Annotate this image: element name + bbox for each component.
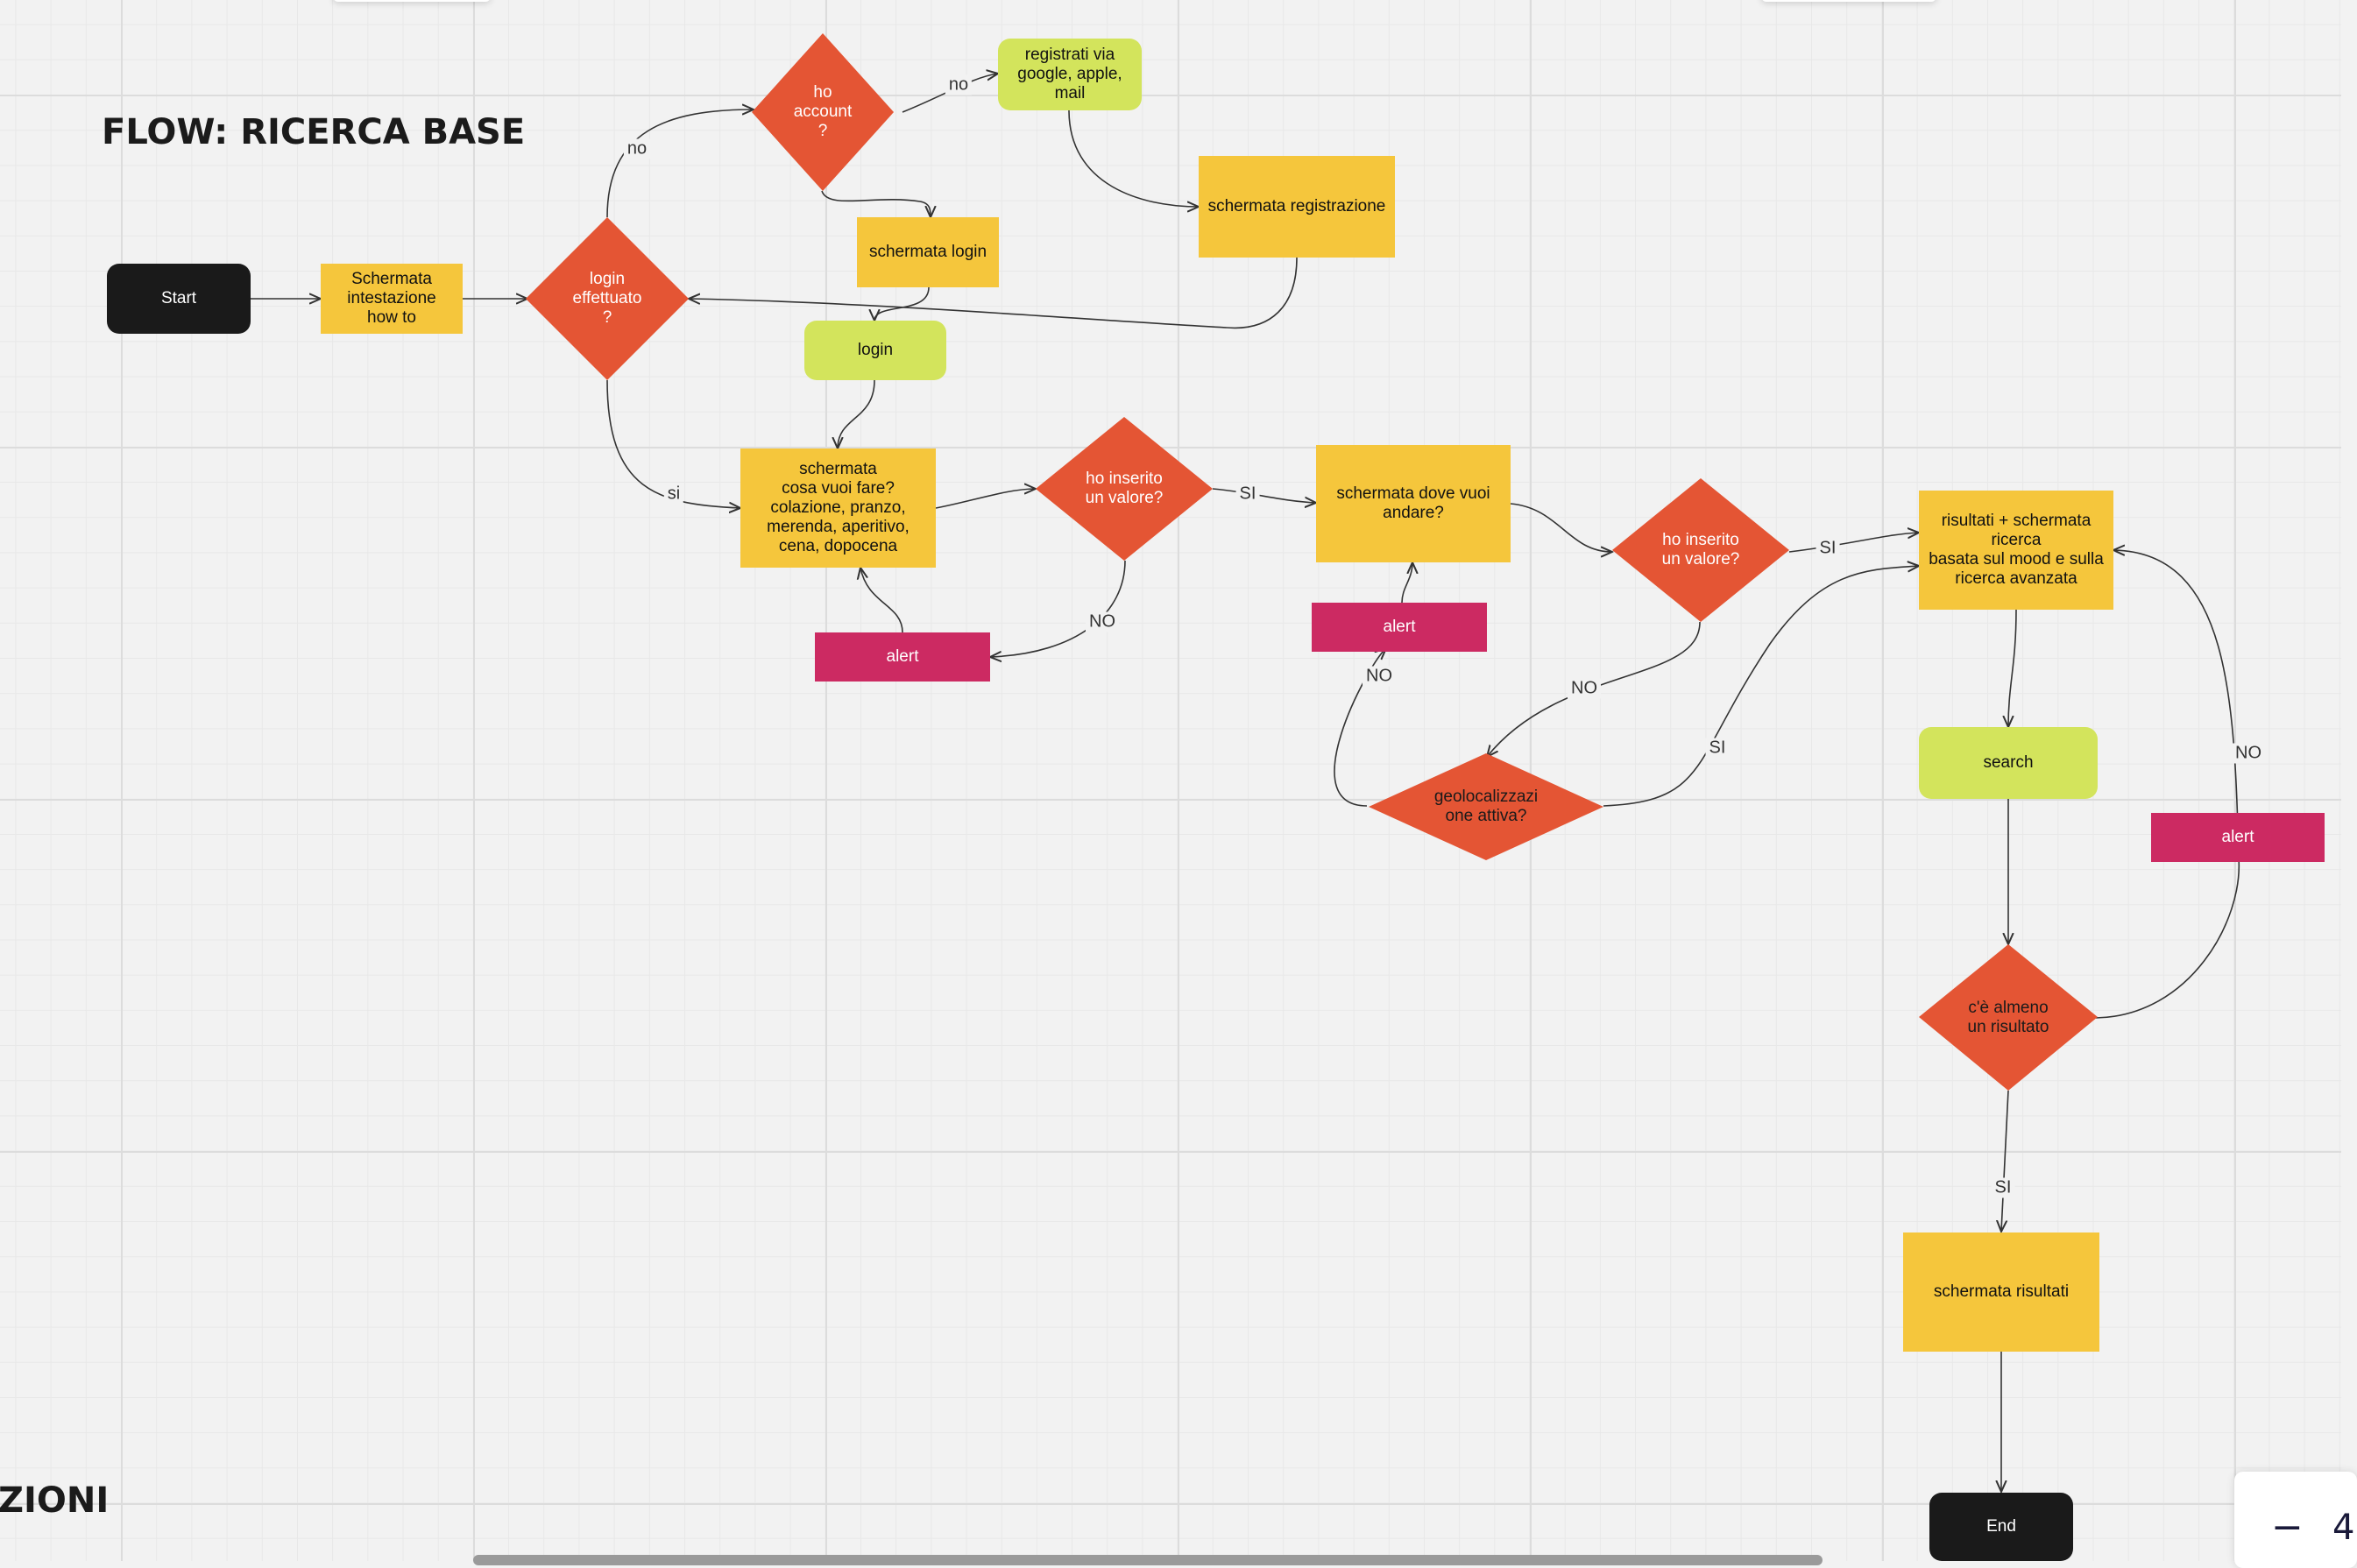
edge-label-si-2: SI (1816, 538, 1840, 559)
edge-label-no-2: NO (1568, 678, 1601, 699)
horizontal-scrollbar[interactable] (473, 1555, 1823, 1565)
edge-login-account (606, 109, 754, 218)
node-schermata-risultati[interactable]: schermata risultati (1903, 1233, 2099, 1352)
edge-label-no-registrati: no (945, 74, 973, 95)
edge-geo-risultati (1603, 566, 1919, 807)
decision-almeno-un-risultato-label: c'è almeno un risultato (1967, 998, 2049, 1036)
edge-schermatalogin-login (874, 286, 930, 321)
edge-inserito1-dove (1212, 488, 1316, 503)
decision-almeno-un-risultato[interactable]: c'è almeno un risultato (1919, 944, 2098, 1091)
decision-ho-account[interactable]: ho account ? (752, 33, 894, 191)
edge-label-si-geo: SI (1705, 738, 1730, 759)
end-node[interactable]: End (1929, 1493, 2073, 1561)
decision-ho-inserito-1[interactable]: ho inserito un valore? (1036, 417, 1213, 561)
edge-login-cosavuoifare (838, 379, 875, 449)
edge-label-no-1: NO (1086, 611, 1119, 632)
edge-inserito1-alert1 (990, 560, 1126, 657)
edge-login-si (606, 379, 740, 508)
decision-login-effettuato-label: login effettuato ? (572, 270, 642, 327)
decision-ho-inserito-1-label: ho inserito un valore? (1085, 470, 1164, 507)
node-dove-vuoi-andare[interactable]: schermata dove vuoi andare? (1316, 445, 1511, 562)
node-registrati-via[interactable]: registrati via google, apple, mail (998, 39, 1142, 110)
node-search[interactable]: search (1919, 727, 2098, 799)
alert-2[interactable]: alert (1312, 603, 1487, 652)
node-login[interactable]: login (804, 321, 946, 380)
edge-alert2-dove (1401, 562, 1412, 604)
edge-risultati-search (2008, 609, 2017, 727)
edge-geo-alert2 (1334, 648, 1386, 807)
decision-geolocalizzazione[interactable]: geolocalizzazi one attiva? (1369, 753, 1603, 860)
edge-label-si-1: SI (1235, 484, 1260, 505)
decision-login-effettuato[interactable]: login effettuato ? (526, 217, 689, 380)
edge-registrati-registrazione (1068, 109, 1199, 207)
section-title-partial: ZIONI (0, 1480, 110, 1521)
edge-alert1-cosa (860, 568, 903, 633)
edge-label-no-3: NO (2232, 743, 2265, 764)
node-schermata-intestazione[interactable]: Schermata intestazione how to (321, 264, 463, 334)
edge-label-si-login: si (663, 484, 684, 505)
decision-ho-account-label: ho account ? (793, 83, 853, 140)
edge-almeno-risultati (2095, 550, 2240, 1019)
edge-label-no-account: no (623, 138, 651, 159)
node-risultati-schermata-ricerca[interactable]: risultati + schermata ricerca basata sul… (1919, 491, 2113, 610)
decision-geolocalizzazione-label: geolocalizzazi one attiva? (1433, 788, 1539, 825)
zoom-level: 4 (2332, 1508, 2355, 1548)
flow-title: FLOW: RICERCA BASE (102, 112, 526, 152)
toolbar-edge-left (333, 0, 491, 2)
edge-registrazione-login (689, 257, 1298, 329)
alert-1[interactable]: alert (815, 632, 990, 682)
decision-ho-inserito-2[interactable]: ho inserito un valore? (1612, 478, 1789, 622)
edge-inserito2-geo (1487, 621, 1701, 757)
toolbar-edge-right (1761, 0, 1936, 2)
edge-label-si-3: SI (1991, 1177, 2015, 1198)
node-cosa-vuoi-fare[interactable]: schermata cosa vuoi fare? colazione, pra… (740, 449, 936, 568)
zoom-out-icon[interactable]: − (2271, 1505, 2304, 1550)
node-schermata-login[interactable]: schermata login (857, 217, 999, 287)
node-schermata-registrazione[interactable]: schermata registrazione (1199, 156, 1395, 258)
edge-account-schermatalogin (821, 190, 931, 217)
alert-3[interactable]: alert (2151, 813, 2325, 862)
edge-inserito2-risultati (1788, 533, 1919, 553)
start-node[interactable]: Start (107, 264, 251, 334)
edge-cosa-inserito1 (935, 489, 1036, 509)
edge-label-no-alert2: NO (1363, 666, 1396, 687)
decision-ho-inserito-2-label: ho inserito un valore? (1661, 531, 1740, 569)
edge-almeno-schermatarisultati (2001, 1090, 2009, 1232)
zoom-control[interactable]: − 4 (2234, 1472, 2357, 1568)
edge-dove-inserito2 (1510, 503, 1612, 552)
